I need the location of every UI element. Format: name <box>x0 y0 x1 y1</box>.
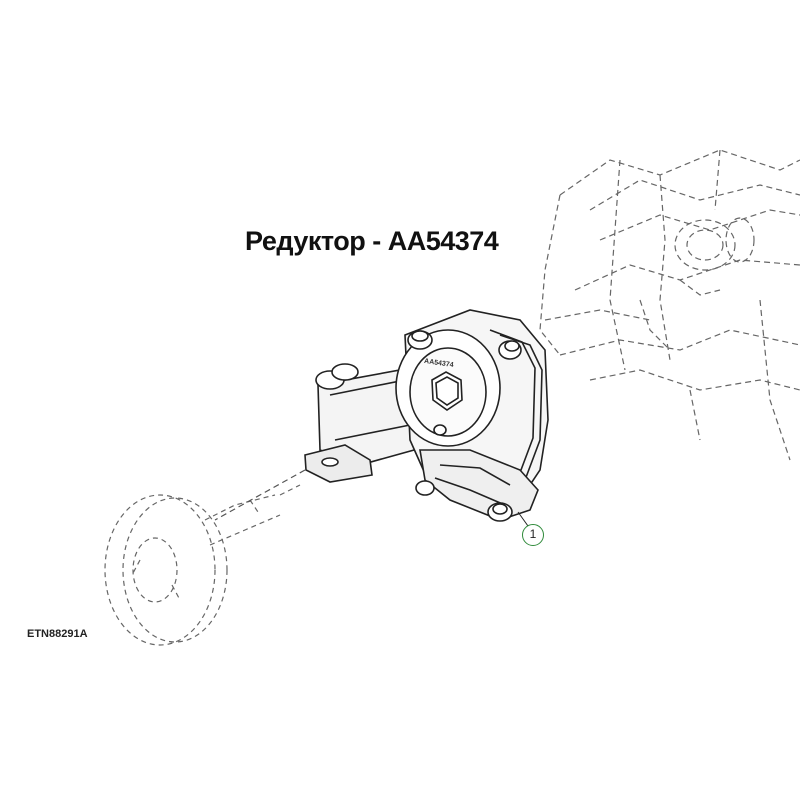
diagram-title: Редуктор - AA54374 <box>245 226 499 256</box>
gearbox <box>304 309 549 522</box>
figure-reference: ETN88291A <box>27 628 88 640</box>
callout-marker: 1 <box>522 524 544 546</box>
phantom-frame <box>539 149 800 461</box>
callout-leader <box>517 511 529 527</box>
phantom-pulley <box>104 484 301 646</box>
shaft-centerline <box>214 469 306 521</box>
